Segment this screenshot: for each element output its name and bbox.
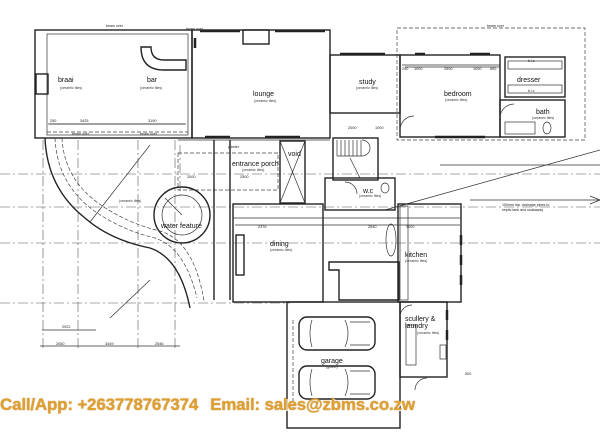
room-finish-lounge: (ceramic tiles) [254, 99, 276, 103]
room-label-dining: dining [270, 241, 289, 248]
dimension-label: 1000 [414, 67, 422, 71]
staircase [332, 137, 379, 181]
entrance-area [177, 139, 330, 300]
dimension-label: 650 [490, 67, 496, 71]
dimension-label: 2376 [258, 225, 266, 229]
dimension-label: 3425 [80, 119, 88, 123]
dimension-label: 3190 [148, 119, 156, 123]
dimension-label: 1000 [375, 126, 383, 130]
room-finish-study: (ceramic tiles) [356, 86, 378, 90]
room-label-garage: garage [321, 358, 343, 365]
lounge-block [191, 29, 331, 139]
beam-over-note: beam over [106, 24, 124, 28]
scullery-block [399, 301, 449, 391]
room-label-braai: braai [58, 77, 74, 84]
dimension-label: 2000 [187, 175, 195, 179]
room-label-kitchen: kitchen [405, 252, 427, 259]
car-icon [298, 365, 376, 400]
dimension-label: 250 [402, 67, 408, 71]
dimension-label: 2500 [444, 67, 452, 71]
dimension-label: 500 [465, 372, 471, 376]
room-label-dresser: dresser [517, 77, 541, 84]
grid-lines [0, 140, 600, 350]
dimension-label: 2500 [240, 175, 248, 179]
planter-note: planter [228, 145, 240, 149]
bic-note: b.i.c [528, 89, 535, 93]
room-label-void: void [288, 151, 301, 158]
room-label-bar: bar [147, 77, 158, 84]
curved-path [44, 137, 205, 319]
room-label-lounge: lounge [253, 91, 274, 98]
dining-block [232, 203, 460, 303]
drainage-note: septic tank and soakaway [502, 208, 543, 212]
room-finish-garage: (grano) [326, 365, 338, 369]
room-label-water-feature: water feature [160, 223, 202, 230]
room-finish-bar: (ceramic tiles) [140, 86, 162, 90]
drainage-note: 100mm dia. drainage pipes to [502, 203, 549, 207]
bedroom-wing [329, 27, 586, 141]
room-finish-bath: (ceramic tiles) [532, 116, 554, 120]
contact-banner: Call/App: +263778767374 Email: sales@zbms… [0, 395, 427, 415]
dimension-label: 1000 [473, 67, 481, 71]
room-finish-kitchen: (ceramic tiles) [405, 259, 427, 263]
dimension-label: 3000 [406, 225, 414, 229]
room-label-study: study [359, 79, 376, 86]
room-finish-braai: (ceramic tiles) [60, 86, 82, 90]
dimension-label: 2000 [348, 126, 356, 130]
beam-over-note: beam over [186, 27, 204, 31]
braai-bar-block [34, 29, 197, 139]
dimension-label: 2922 [62, 325, 70, 329]
room-label-scullery: scullery & [405, 316, 436, 323]
dimension-label: 2050 [56, 342, 64, 346]
water-feature [153, 186, 211, 244]
beam-over-note: beam over [487, 24, 505, 28]
dimension-label: 3449 [105, 342, 113, 346]
car-icon [298, 316, 376, 351]
dimension-label: 2546 [155, 342, 163, 346]
room-label-bedroom: bedroom [444, 91, 472, 98]
room-label-entrance-porch: entrance porch [232, 161, 279, 168]
contact-email: Email: sales@zbms.co.zw [210, 395, 415, 414]
room-finish-wc: (ceramic tiles) [359, 194, 381, 198]
room-finish-scullery: (ceramic tiles) [417, 331, 439, 335]
room-finish-bedroom: (ceramic tiles) [445, 98, 467, 102]
room-label-bath: bath [536, 109, 550, 116]
room-label-laundry: laundry [405, 323, 428, 330]
area-finish-courtyard: (ceramic tiles) [119, 199, 141, 203]
room-finish-dining: (ceramic tiles) [270, 248, 292, 252]
bic-note: b.i.c [528, 59, 535, 63]
room-label-wc: w.c [362, 188, 374, 195]
dimension-label: 2540 [368, 225, 376, 229]
dimension-label: 250 [50, 119, 56, 123]
contact-phone: Call/App: +263778767374 [0, 395, 199, 414]
beam-over-note: beam over [72, 132, 90, 136]
wc-block [324, 177, 396, 211]
beam-over-note: beam over [140, 132, 158, 136]
dimension-lines [40, 66, 600, 347]
dimension-labels: 3425 3190 250 2000 1000 250 1000 2500 10… [50, 67, 496, 376]
room-finish-entrance-porch: (ceramic tiles) [242, 168, 264, 172]
